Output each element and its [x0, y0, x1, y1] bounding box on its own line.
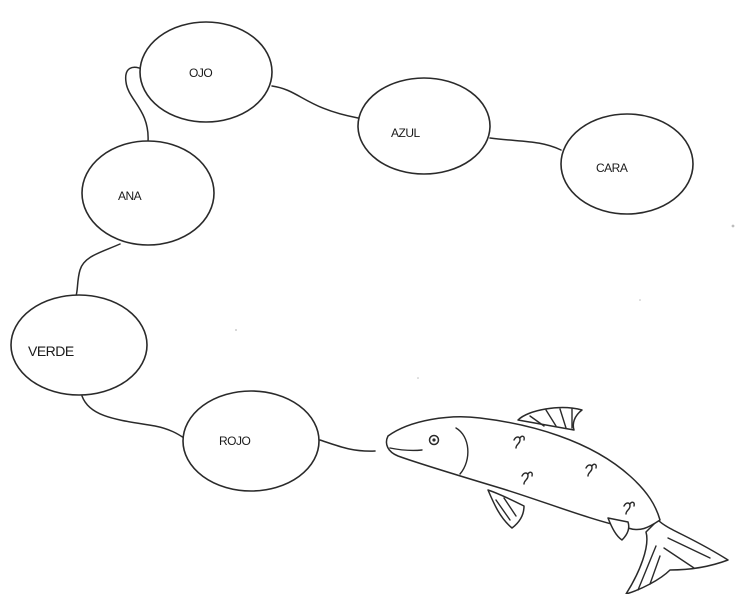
- fish-mouth: [389, 447, 423, 452]
- connector-ana-verde: [75, 243, 121, 297]
- node-ojo-label: OJO: [189, 66, 212, 80]
- fish-gill: [455, 427, 469, 475]
- connector-lines: [75, 66, 562, 452]
- node-azul: AZUL: [357, 77, 491, 175]
- node-rojo-label: ROJO: [219, 434, 251, 448]
- node-ojo: OJO: [139, 21, 273, 123]
- connector-ojo-ana: [124, 66, 149, 143]
- node-verde: VERDE: [10, 294, 148, 396]
- fish-body: [385, 416, 661, 531]
- node-azul-label: AZUL: [391, 126, 421, 140]
- node-cara-label: CARA: [596, 161, 628, 175]
- node-ana-label: ANA: [118, 189, 142, 203]
- connector-rojo-fish: [319, 439, 376, 452]
- node-verde-label: VERDE: [28, 343, 74, 359]
- fish-anal-fin: [607, 517, 630, 541]
- connector-ojo-azul: [271, 85, 359, 119]
- fish-pectoral-fin: [487, 489, 525, 529]
- scan-specks: [235, 224, 735, 379]
- node-cara: CARA: [560, 113, 694, 215]
- node-rojo: ROJO: [182, 390, 320, 492]
- connector-verde-rojo: [81, 395, 185, 439]
- fish-spots: [513, 435, 635, 515]
- node-ana: ANA: [81, 140, 215, 246]
- fish-dorsal-fin: [517, 406, 583, 431]
- connector-azul-cara: [489, 137, 562, 151]
- fish-icon: [385, 406, 729, 594]
